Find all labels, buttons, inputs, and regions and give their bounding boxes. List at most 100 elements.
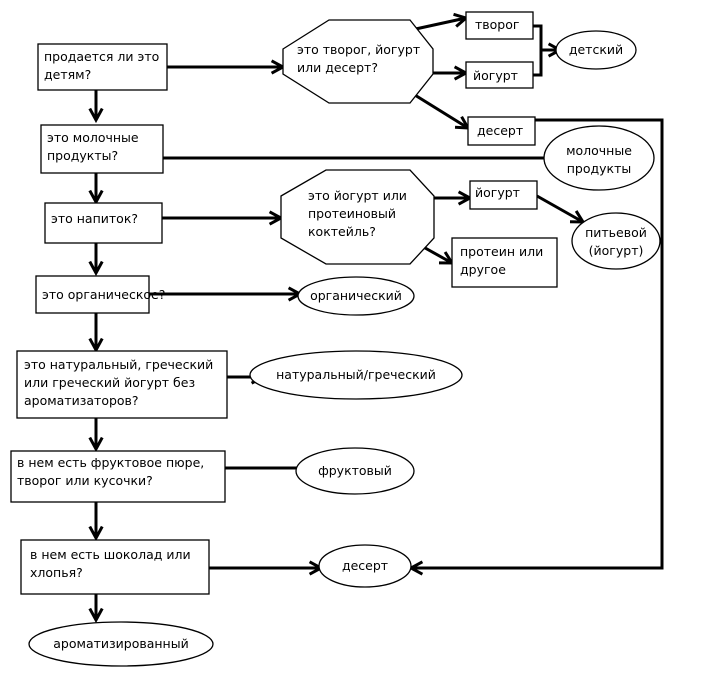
box-shape	[16, 350, 228, 419]
box-b_yogurt1: йогурт	[465, 61, 534, 89]
node-text: хлопья?	[30, 565, 83, 580]
node-text: десерт	[477, 123, 523, 138]
box-shape	[35, 275, 150, 314]
node-text: другое	[460, 262, 506, 277]
edge-bracket-kids	[533, 24, 543, 77]
node-text: это напиток?	[51, 211, 138, 226]
node-text: или десерт?	[297, 60, 378, 75]
edge-arrowhead	[88, 107, 104, 124]
node-text: органический	[310, 288, 402, 303]
edge-children-to-dairy	[88, 90, 104, 124]
edge-line	[410, 16, 467, 32]
node-text: это йогурт или	[308, 188, 407, 203]
box-shape	[467, 116, 536, 146]
box-shape	[40, 124, 164, 174]
hexagon-shape	[280, 169, 435, 265]
flowchart-nodes: продается ли это детям? это молочные продук…	[10, 11, 661, 667]
node-text: десерт	[342, 558, 388, 573]
edge-arrowhead	[88, 436, 104, 453]
ellipse-shape	[318, 544, 412, 588]
edge-arrowhead	[88, 525, 104, 542]
edge-line	[411, 118, 664, 570]
ellipse-e_kids: детский	[555, 30, 637, 70]
ellipse-e_organic: органический	[297, 276, 415, 316]
node-text: это молочные	[47, 130, 139, 145]
edge-line	[536, 194, 584, 224]
edge-choc-to-dessert-end	[209, 560, 325, 576]
node-text: йогурт	[475, 185, 520, 200]
ellipse-shape	[543, 125, 655, 191]
box-q_fruit: в нем есть фруктовое пюре,творог или кус…	[10, 450, 226, 503]
box-b_dessert1: десерт	[467, 116, 536, 146]
node-text: фруктовый	[318, 463, 392, 478]
ellipse-e_dairy: молочные продукты	[543, 125, 655, 191]
edge-natural-to-fruit	[88, 418, 104, 453]
node-text: молочные	[566, 143, 632, 158]
box-q_dairy: это молочные продукты?	[40, 124, 164, 174]
node-text: это творог, йогурт	[297, 42, 420, 57]
edge-dairy-to-drink	[88, 173, 104, 206]
ellipse-shape	[297, 276, 415, 316]
node-text: протеиновый	[308, 206, 396, 221]
flowchart-edges	[88, 12, 664, 624]
hexagon-h_curd: это творог, йогурт или десерт?	[282, 19, 434, 104]
edge-organic-to-natural	[88, 313, 104, 354]
ellipse-shape	[295, 447, 415, 495]
node-text: продается ли это	[44, 49, 159, 64]
node-text: натуральный/греческий	[276, 367, 436, 382]
edge-children-to-curd	[167, 59, 287, 75]
ellipse-shape	[571, 212, 661, 270]
node-text: это натуральный, греческий	[24, 357, 213, 372]
edge-curd-to-tvorog	[410, 12, 470, 32]
box-shape	[465, 11, 534, 40]
node-text: продукты	[567, 161, 632, 176]
box-shape	[37, 43, 168, 91]
node-text: коктейль?	[308, 224, 376, 239]
node-text: детям?	[44, 67, 91, 82]
edge-choc-to-flavored	[88, 594, 104, 624]
edge-arrowhead	[88, 607, 104, 624]
box-shape	[20, 539, 210, 595]
edge-organic-to-organic-end	[149, 286, 304, 302]
node-text: детский	[569, 42, 623, 57]
edge-curd-to-dessert1	[409, 90, 471, 130]
ellipse-shape	[28, 621, 214, 667]
edge-drink-to-organic	[88, 243, 104, 277]
node-text: в нем есть шоколад или	[30, 547, 191, 562]
edge-yogurt2-to-drink-end	[536, 194, 586, 224]
edge-fruit-to-choc	[88, 502, 104, 542]
box-q_choc: в нем есть шоколад или хлопья?	[20, 539, 210, 595]
node-text: творог или кусочки?	[17, 473, 153, 488]
ellipse-e_flavored: ароматизированный	[28, 621, 214, 667]
box-shape	[465, 61, 534, 89]
node-text: питьевой	[585, 225, 647, 240]
box-b_tvorog: творог	[465, 11, 534, 40]
ellipse-shape	[249, 350, 463, 400]
box-shape	[44, 202, 163, 244]
box-q_organic: это органическое?	[35, 275, 165, 314]
edge-arrowhead	[88, 337, 104, 354]
edge-arrowhead	[88, 189, 104, 206]
box-q_natural: это натуральный, греческий или греческий …	[16, 350, 228, 419]
node-text: ароматизированный	[53, 636, 188, 651]
edge-drink-to-yogshake	[162, 210, 285, 226]
node-text: это органическое?	[42, 287, 165, 302]
box-shape	[469, 180, 538, 210]
ellipse-e_fruit: фруктовый	[295, 447, 415, 495]
box-shape	[10, 450, 226, 503]
node-text: ароматизаторов?	[24, 393, 139, 408]
edge-dairy-to-dairy-end	[163, 150, 560, 166]
box-q_children: продается ли это детям?	[37, 43, 168, 91]
edge-line	[409, 90, 469, 130]
hexagon-shape	[282, 19, 434, 104]
ellipse-e_dessert: десерт	[318, 544, 412, 588]
node-text: (йогурт)	[589, 243, 644, 258]
box-b_yogurt2: йогурт	[469, 180, 538, 210]
node-text: или греческий йогурт без	[24, 375, 195, 390]
node-text: продукты?	[47, 148, 118, 163]
ellipse-e_natural: натуральный/греческий	[249, 350, 463, 400]
node-text: творог	[475, 17, 519, 32]
box-shape	[451, 237, 558, 288]
